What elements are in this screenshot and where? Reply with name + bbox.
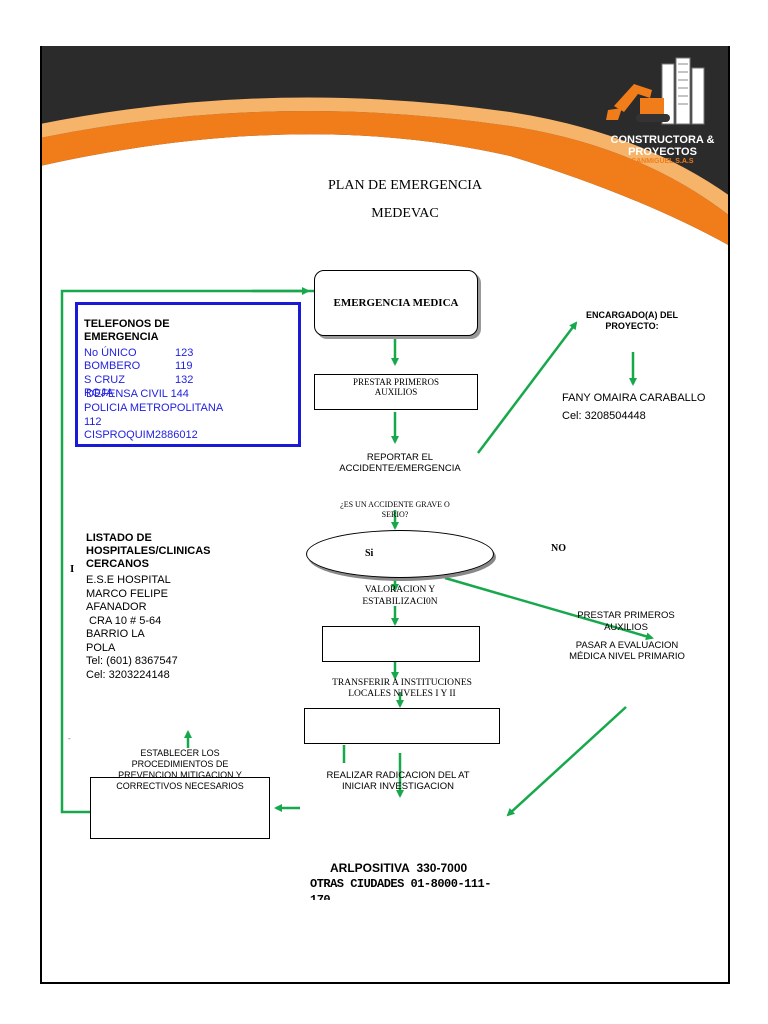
hospital-line-1: E.S.E HOSPITAL xyxy=(86,574,171,586)
hospital-line-3: AFANADOR xyxy=(86,601,147,613)
radicacion-label: REALIZAR RADICACION DEL AT INICIAR INVES… xyxy=(326,770,470,791)
evaluacion-text: PASAR A EVALUACION MÉDICA NIVEL PRIMARIO xyxy=(562,640,692,672)
transferir-box xyxy=(304,708,500,744)
hospital-line-2: MARCO FELIPE xyxy=(86,587,168,600)
arl-number: 330-7000 xyxy=(416,861,468,875)
reportar-label: REPORTAR EL ACCIDENTE/EMERGENCIA xyxy=(339,452,461,474)
phone-no-unico: No ÚNICO xyxy=(84,347,137,359)
reportar-text: REPORTAR EL ACCIDENTE/EMERGENCIA xyxy=(330,452,470,474)
phone-scruz-num: 132 xyxy=(175,374,194,386)
phone-bombero: BOMBERO xyxy=(84,360,141,372)
pregunta-text: ¿ES UN ACCIDENTE GRAVE O SERIO? xyxy=(340,500,450,519)
evaluacion-label: PASAR A EVALUACION MÉDICA NIVEL PRIMARIO xyxy=(569,640,685,662)
encargado-cel-text: Cel: 3208504448 xyxy=(562,410,646,419)
establecer-text: ESTABLECER LOS PROCEDIMIENTOS DE PREVENC… xyxy=(110,748,250,804)
logo-line1: CONSTRUCTORA & xyxy=(610,134,715,146)
valoracion-text: VALORACION Y ESTABILIZACI0N xyxy=(362,585,438,607)
hospital-line-6: POLA xyxy=(86,641,116,654)
hospital-line-5: BARRIO LA xyxy=(86,628,145,640)
hospitales-list: E.S.E HOSPITAL MARCO FELIPE AFANADOR CRA… xyxy=(86,574,226,678)
phone-bombero-num: 119 xyxy=(175,360,193,372)
telefonos-heading: TELEFONOS DE EMERGENCIA xyxy=(84,318,170,343)
telefonos-box xyxy=(75,302,301,447)
radicacion-text: REALIZAR RADICACION DEL AT INICIAR INVES… xyxy=(320,770,476,791)
valoracion-box xyxy=(322,626,480,662)
si-ellipse xyxy=(306,530,494,578)
transferir-text: TRANSFERIR A INSTITUCIONES LOCALES NIVEL… xyxy=(332,678,472,699)
phone-defensa-civil: DEFENSA CIVIL 144 xyxy=(86,388,189,400)
hospital-line-4: CRA 10 # 5-64 xyxy=(86,614,162,627)
hospitales-heading: LISTADO DE HOSPITALES/CLINICAS CERCANOS xyxy=(86,532,211,570)
arrow-to-no-branch xyxy=(444,576,654,641)
page-frame xyxy=(40,46,730,984)
emergencia-medica-box: EMERGENCIA MEDICA xyxy=(314,270,478,336)
phone-roja: ROJA xyxy=(84,387,114,399)
otras-ciudades-number: 01-8000-111-170 xyxy=(310,877,491,900)
header-banner xyxy=(40,46,730,246)
establecer-box xyxy=(90,777,270,839)
arl-block: ARLPOSITIVA 330-7000 OTRAS CIUDADES 01-8… xyxy=(300,860,530,900)
hospital-line-8: Cel: 3203224148 xyxy=(86,668,170,679)
logo-line2: PROYECTOS xyxy=(628,146,697,158)
phone-policia-num: 112 xyxy=(84,416,102,428)
loop-back-arrow xyxy=(60,287,310,814)
si-label: Si xyxy=(365,548,374,559)
no-label: NO xyxy=(551,543,566,554)
otras-ciudades-label: OTRAS CIUDADES xyxy=(310,877,404,891)
primeros-auxilios-box: PRESTAR PRIMEROS AUXILIOS xyxy=(314,374,478,410)
phone-policia: POLICIA METROPOLITANA xyxy=(84,402,224,414)
encargado-cel: Cel: 3208504448 xyxy=(562,410,712,419)
no-branch-text: PRESTAR PRIMEROS AUXILIOS xyxy=(577,610,675,633)
page-subtitle: MEDEVAC xyxy=(371,206,439,221)
establecer-label: ESTABLECER LOS PROCEDIMIENTOS DE PREVENC… xyxy=(116,748,244,791)
arl-label: ARLPOSITIVA xyxy=(330,861,410,875)
hospitales-marker: I xyxy=(70,563,75,575)
encargado-heading: ENCARGADO(A) DEL PROYECTO: xyxy=(586,310,678,331)
company-logo: CONSTRUCTORA & PROYECTOS SANMIGUEL S.A.S xyxy=(600,54,725,174)
primeros-auxilios-label: PRESTAR PRIMEROS AUXILIOS xyxy=(352,377,440,397)
hospital-line-7: Tel: (601) 8367547 xyxy=(86,655,178,667)
phone-cisproquim: CISPROQUIM2886012 xyxy=(84,429,198,441)
arl-line1: ARLPOSITIVA 330-7000 xyxy=(300,860,530,876)
stray-dash: - xyxy=(68,734,71,743)
encargado-name: FANY OMAIRA CARABALLO xyxy=(562,392,706,404)
excavator-building-icon xyxy=(606,57,705,125)
phone-scruz: S CRUZ xyxy=(84,374,125,386)
arrow-to-encargado xyxy=(477,321,578,454)
emergencia-medica-label: EMERGENCIA MEDICA xyxy=(333,297,459,309)
page-title: PLAN DE EMERGENCIA xyxy=(328,178,482,193)
phone-no-unico-num: 123 xyxy=(175,347,194,359)
logo-line3: SANMIGUEL S.A.S xyxy=(631,158,694,165)
arl-line2: OTRAS CIUDADES 01-8000-111-170 xyxy=(300,876,510,900)
arrow-eval-to-arl xyxy=(506,706,627,817)
